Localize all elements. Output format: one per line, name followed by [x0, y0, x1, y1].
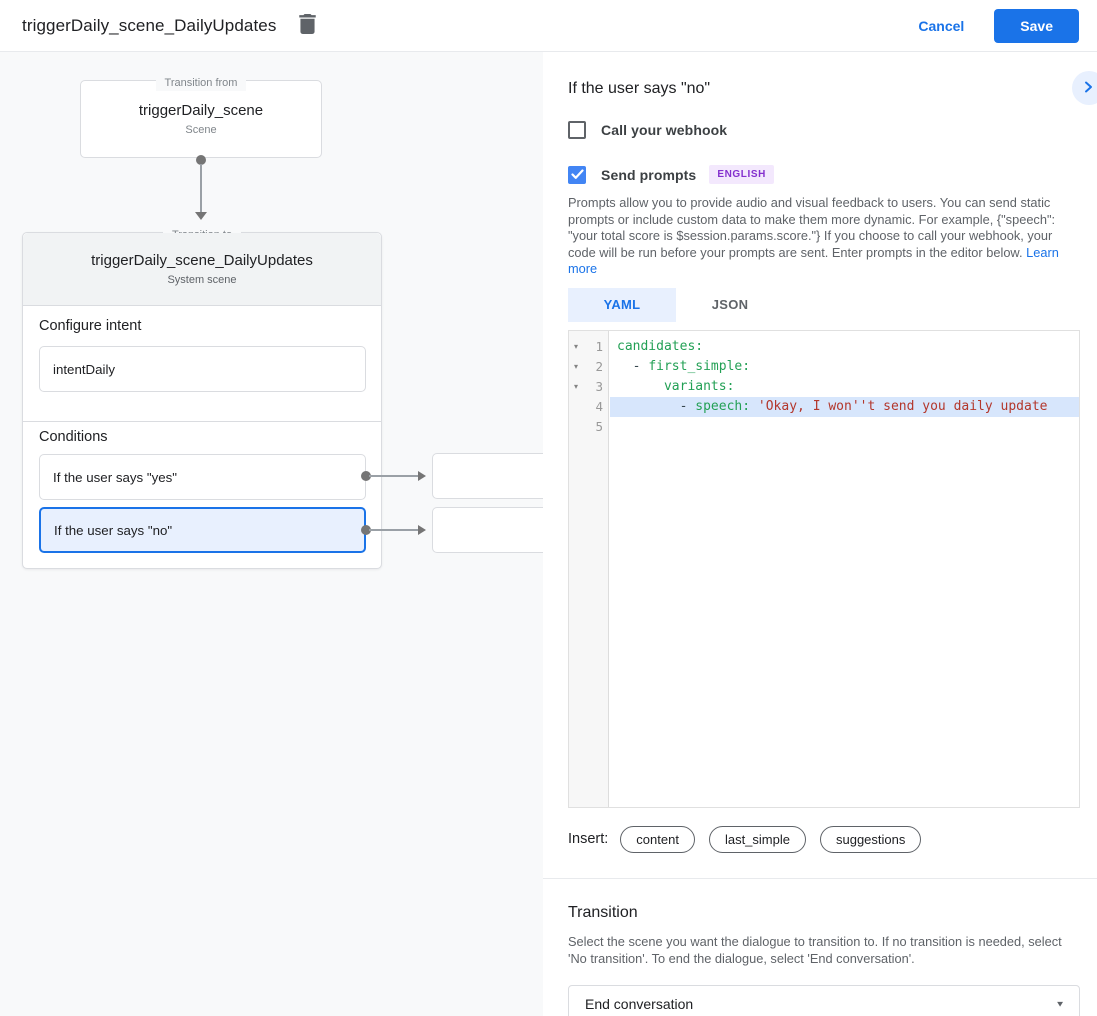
line-number: 1 [595, 339, 603, 355]
topbar: triggerDaily_scene_DailyUpdates Cancel S… [0, 0, 1097, 52]
arrow-right-icon [418, 471, 426, 481]
prompts-checkbox-row: Send prompts ENGLISH [568, 165, 1080, 184]
fold-arrow-icon[interactable]: ▾ [573, 341, 578, 351]
condition-target-node[interactable] [432, 507, 543, 553]
language-badge: ENGLISH [709, 165, 774, 184]
prompts-description: Prompts allow you to provide audio and v… [568, 195, 1080, 278]
section-divider [543, 877, 1097, 879]
yaml-indent [617, 379, 664, 394]
to-scene-type: System scene [167, 274, 237, 286]
collapse-panel-button[interactable] [1072, 71, 1097, 105]
condition-row-yes[interactable]: If the user says "yes" [39, 454, 366, 500]
intent-field[interactable]: intentDaily [39, 346, 366, 392]
page-title: triggerDaily_scene_DailyUpdates [22, 15, 277, 35]
prompts-description-text: Prompts allow you to provide audio and v… [568, 195, 1056, 260]
line-number: 5 [595, 419, 603, 435]
connector-dot [196, 155, 206, 165]
transition-section-title: Transition [568, 903, 638, 921]
transition-dropdown[interactable]: End conversation ▼ [568, 985, 1080, 1016]
yaml-indent: - [617, 398, 696, 414]
connector-line [369, 529, 419, 531]
insert-chip-content[interactable]: content [620, 825, 695, 853]
prompt-code-editor[interactable]: ▾ 1 ▾ 2 ▾ 3 4 [568, 329, 1080, 808]
line-number: 3 [595, 379, 603, 395]
insert-chip-last-simple[interactable]: last_simple [708, 825, 806, 853]
condition-row-no[interactable]: If the user says "no" [39, 507, 366, 553]
insert-chip-suggestions[interactable]: suggestions [819, 825, 922, 853]
insert-row: Insert: content last_simple suggestions [568, 825, 1080, 853]
prompts-checkbox-label: Send prompts [601, 166, 697, 183]
transition-dropdown-value: End conversation [585, 996, 694, 1013]
webhook-checkbox-label: Call your webhook [601, 122, 728, 138]
yaml-indent: - [617, 358, 649, 374]
tab-yaml[interactable]: YAML [568, 287, 676, 322]
card-divider [23, 421, 381, 422]
fold-arrow-icon[interactable]: ▾ [573, 381, 578, 391]
code-line-2: - first_simple: [610, 357, 1079, 377]
code-line-1: candidates: [610, 337, 1079, 357]
editor-gutter: ▾ 1 ▾ 2 ▾ 3 4 [569, 330, 609, 807]
line-number: 4 [595, 399, 603, 415]
code-line-3: variants: [610, 377, 1079, 397]
arrow-down-icon [195, 212, 207, 220]
arrow-right-icon [418, 525, 426, 535]
transition-description: Select the scene you want the dialogue t… [568, 933, 1062, 966]
learn-more-link[interactable]: Learn more [568, 244, 1059, 277]
cancel-button[interactable]: Cancel [902, 10, 980, 42]
condition-target-node[interactable] [432, 453, 543, 499]
connector-dot [361, 471, 371, 481]
yaml-key: first_simple: [648, 358, 751, 374]
webhook-checkbox-row: Call your webhook [568, 121, 1080, 139]
yaml-key: speech: [695, 398, 751, 414]
transition-from-legend: Transition from [81, 73, 321, 91]
condition-title: If the user says "no" [568, 80, 711, 97]
trash-icon [299, 14, 316, 37]
connector-line [369, 475, 419, 477]
save-button[interactable]: Save [994, 8, 1079, 43]
conditions-label: Conditions [39, 429, 108, 445]
scene-flow-diagram: Transition from triggerDaily_scene Scene… [0, 52, 543, 1016]
webhook-checkbox[interactable] [568, 121, 586, 139]
from-scene-title: triggerDaily_scene [138, 102, 264, 119]
dropdown-caret-icon: ▼ [1055, 999, 1065, 1009]
insert-label: Insert: [568, 831, 609, 848]
code-line-5 [610, 417, 1079, 437]
to-scene-header[interactable]: triggerDaily_scene_DailyUpdates System s… [23, 233, 381, 306]
code-line-4: - speech: 'Okay, I won''t send you daily… [610, 396, 1079, 417]
transition-to-card: Transition to triggerDaily_scene_DailyUp… [22, 228, 382, 569]
condition-editor-panel: If the user says "no" Call your webhook … [543, 52, 1097, 1016]
yaml-key: candidates: [617, 338, 704, 354]
connector-dot [361, 525, 371, 535]
editor-format-tabs: YAML JSON [568, 287, 1080, 322]
delete-button[interactable] [294, 13, 320, 39]
transition-from-node[interactable]: Transition from triggerDaily_scene Scene [80, 76, 322, 158]
tab-json[interactable]: JSON [711, 297, 749, 313]
fold-arrow-icon[interactable]: ▾ [573, 361, 578, 371]
yaml-key: variants: [663, 378, 735, 394]
chevron-right-icon [1083, 81, 1095, 96]
connector-line [200, 164, 202, 212]
line-number: 2 [595, 359, 603, 375]
to-scene-title: triggerDaily_scene_DailyUpdates [91, 252, 313, 269]
yaml-string: 'Okay, I won''t send you daily update [750, 398, 1048, 414]
editor-code-area[interactable]: candidates: - first_simple: variants: - … [610, 331, 1079, 807]
configure-intent-label: Configure intent [39, 318, 142, 334]
from-scene-type: Scene [185, 124, 217, 136]
prompts-checkbox[interactable] [568, 165, 586, 184]
